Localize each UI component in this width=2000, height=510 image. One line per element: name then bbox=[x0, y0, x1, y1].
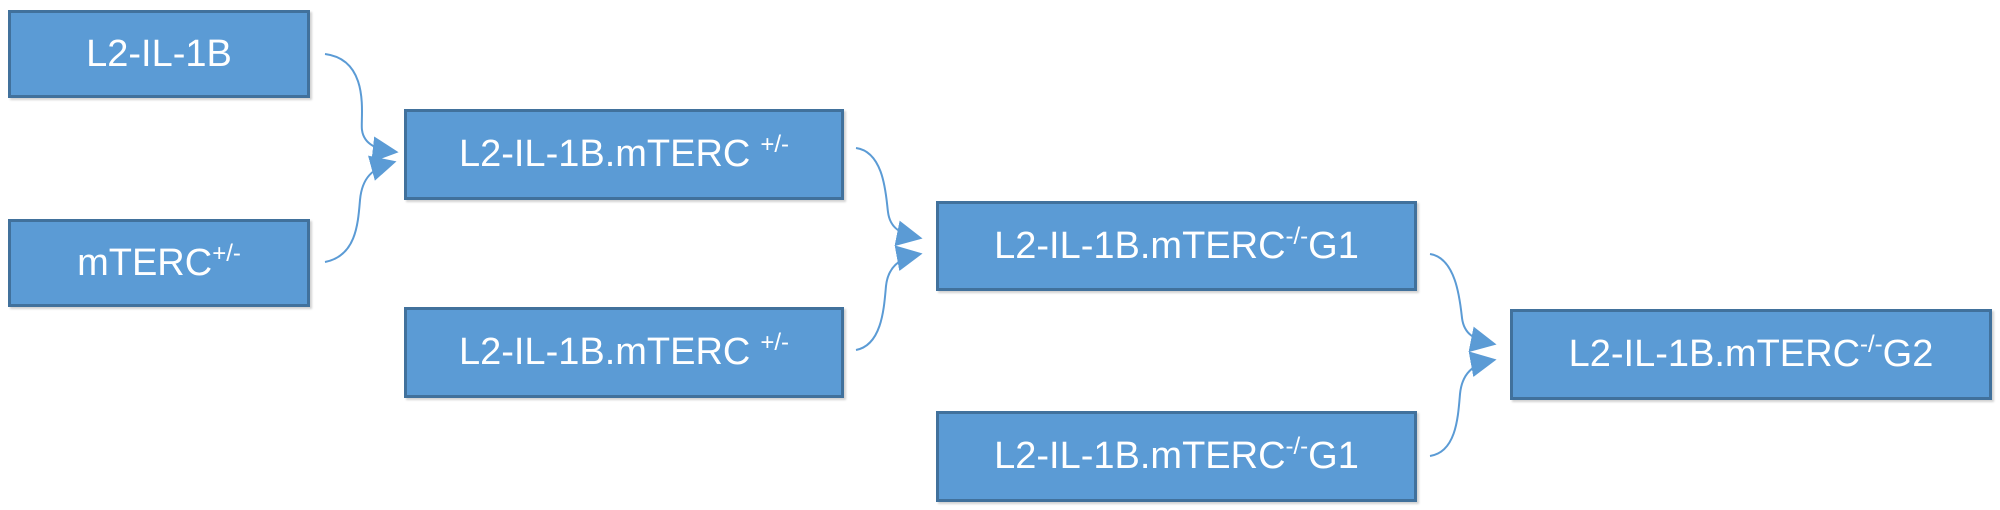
node-l2-il-1b: L2-IL-1B bbox=[8, 10, 310, 98]
node-label: mTERC+/- bbox=[77, 239, 241, 284]
node-l2-il-1b-mterc-ko-g2: L2-IL-1B.mTERC-/-G2 bbox=[1510, 309, 1992, 400]
arrow-g1-mate-to-g2 bbox=[1429, 351, 1497, 457]
arrow-parent-b-to-f1 bbox=[324, 155, 397, 263]
node-label: L2-IL-1B.mTERC-/-G2 bbox=[1568, 331, 1934, 376]
genotype-superscript: +/- bbox=[212, 239, 241, 267]
node-mterc-het: mTERC+/- bbox=[8, 219, 310, 307]
arrow-f1-cross-to-g1 bbox=[855, 147, 923, 247]
genotype-superscript: -/- bbox=[1285, 222, 1309, 250]
node-label: L2-IL-1B.mTERC-/-G1 bbox=[994, 433, 1359, 478]
genotype-superscript: -/- bbox=[1285, 433, 1309, 460]
generation-suffix: G2 bbox=[1882, 333, 1934, 375]
arrow-parent-a-to-f1 bbox=[324, 53, 399, 163]
node-l2-il-1b-mterc-het-cross: L2-IL-1B.mTERC+/- bbox=[404, 109, 844, 200]
node-label: L2-IL-1B.mTERC-/-G1 bbox=[994, 222, 1359, 267]
arrow-g1-cross-to-g2 bbox=[1429, 253, 1497, 353]
genotype-superscript: +/- bbox=[760, 131, 790, 158]
generation-suffix: G1 bbox=[1308, 435, 1359, 477]
generation-suffix: G1 bbox=[1308, 224, 1359, 267]
genotype-superscript: +/- bbox=[760, 329, 790, 356]
node-label: L2-IL-1B.mTERC+/- bbox=[458, 131, 790, 176]
genotype-superscript: -/- bbox=[1860, 331, 1883, 358]
node-l2-il-1b-mterc-het-mate: L2-IL-1B.mTERC+/- bbox=[404, 307, 844, 398]
node-label: L2-IL-1B bbox=[86, 32, 232, 75]
arrow-f1-mate-to-g1 bbox=[855, 245, 923, 351]
node-l2-il-1b-mterc-ko-g1-mate: L2-IL-1B.mTERC-/-G1 bbox=[936, 411, 1417, 502]
node-l2-il-1b-mterc-ko-g1-cross: L2-IL-1B.mTERC-/-G1 bbox=[936, 201, 1417, 291]
node-label: L2-IL-1B.mTERC+/- bbox=[458, 329, 790, 374]
